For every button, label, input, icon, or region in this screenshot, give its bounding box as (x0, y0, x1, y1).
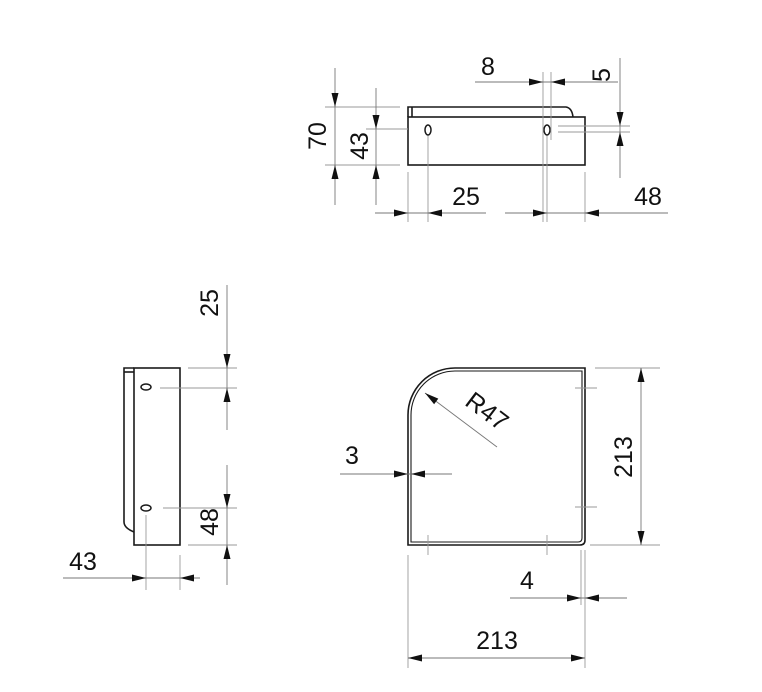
arrowhead (428, 209, 442, 217)
arrowhead (616, 112, 624, 126)
dim-label-48: 48 (634, 183, 662, 211)
dim-label-25: 25 (196, 289, 224, 317)
arrowhead (533, 209, 547, 217)
arrowhead (223, 354, 231, 368)
arrowhead (571, 654, 585, 662)
dim-label-4: 4 (520, 567, 534, 595)
arrowhead (223, 545, 231, 559)
plan-view-outer-outline (407, 367, 586, 546)
arrowhead (585, 209, 599, 217)
arrowhead (180, 574, 194, 582)
arrowhead (394, 209, 408, 217)
radius-arrowhead (425, 393, 439, 405)
dimension-arrows (132, 78, 645, 662)
dim-label-25: 25 (452, 183, 480, 211)
dim-label-43: 43 (346, 132, 374, 160)
arrowhead (408, 654, 422, 662)
arrowhead (132, 574, 146, 582)
arrowhead (223, 494, 231, 508)
dim-label-8: 8 (481, 53, 495, 81)
arrowhead (331, 93, 339, 107)
side-view-extension-lines (145, 367, 237, 590)
arrowhead (331, 165, 339, 179)
dim-label-43: 43 (69, 548, 97, 576)
side-view: 25 48 43 (63, 285, 237, 590)
dim-label-70: 70 (304, 122, 332, 150)
top-view: 70 43 8 5 25 48 (304, 53, 668, 222)
plan-view-extension-lines (407, 367, 660, 668)
side-view-body (133, 367, 181, 546)
mounting-slot (140, 383, 152, 391)
plan-view-inner-outline (410, 370, 583, 543)
arrowhead (637, 368, 645, 382)
plan-view-dimension-lines (340, 368, 642, 659)
mounting-slot (424, 124, 432, 136)
arrowhead (637, 531, 645, 545)
mounting-slot (543, 124, 551, 136)
arrowhead (585, 594, 599, 602)
plan-view-hole-marks (427, 387, 597, 555)
arrowhead (616, 132, 624, 146)
dim-label-3: 3 (345, 442, 359, 470)
top-view-dimension-lines (334, 58, 668, 214)
dim-label-r47: R47 (460, 387, 513, 437)
arrowhead (567, 594, 581, 602)
arrowhead (394, 470, 408, 478)
arrowhead (223, 388, 231, 402)
top-view-body (407, 116, 586, 166)
arrowhead (529, 78, 543, 86)
arrowhead (411, 470, 425, 478)
side-view-lip (123, 367, 135, 533)
plan-view: R47 3 213 4 213 (340, 367, 660, 668)
side-view-dimension-lines (63, 285, 228, 585)
dim-label-213-depth: 213 (610, 436, 638, 478)
mounting-slot (140, 504, 152, 512)
top-view-lip (407, 106, 574, 118)
dim-label-48: 48 (196, 508, 224, 536)
dim-label-213-width: 213 (476, 627, 518, 655)
arrowhead (372, 165, 380, 179)
dim-label-5: 5 (588, 68, 616, 82)
top-view-extension-lines (325, 72, 630, 222)
arrowhead (372, 115, 380, 129)
arrowhead (551, 78, 565, 86)
